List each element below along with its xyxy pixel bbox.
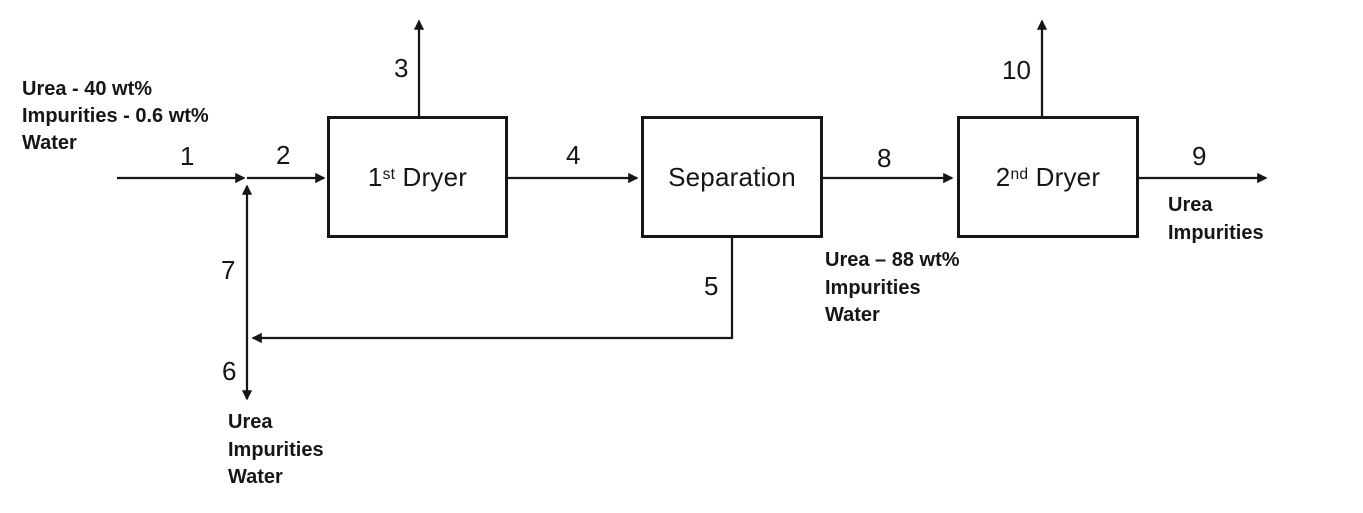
stream-label-10: 10 — [1002, 55, 1031, 85]
stream-label-9: 9 — [1192, 141, 1207, 171]
product-line2: Impurities — [1168, 222, 1264, 244]
stream-label-3: 3 — [394, 53, 409, 83]
stream-5-recycle-line — [251, 238, 734, 344]
purge-line2: Impurities — [228, 438, 324, 461]
separation-out-composition-label: Urea – 88 wt% Impurities Water — [825, 247, 960, 330]
purge-line3: Water — [228, 466, 283, 488]
stream-label-6: 6 — [222, 356, 237, 386]
stream-label-2: 2 — [276, 140, 291, 170]
unit-box-first-dryer: 1st Dryer — [327, 116, 508, 238]
separation-out-line2: Impurities — [825, 276, 921, 299]
feed-composition-line1: Urea - 40 wt% — [22, 78, 153, 100]
feed-composition-line3: Water — [22, 132, 77, 154]
separation-out-line3: Water — [825, 304, 880, 326]
separation-out-line1: Urea – 88 wt% — [825, 249, 960, 271]
unit-label-separation: Separation — [668, 161, 796, 192]
unit-label-first-dryer: 1st Dryer — [367, 161, 468, 192]
product-line1: Urea — [1168, 194, 1213, 216]
feed-composition-label: Urea - 40 wt% Impurities - 0.6 wt% Water — [22, 76, 209, 157]
product-composition-label: Urea Impurities — [1168, 191, 1264, 247]
unit-label-second-dryer: 2nd Dryer — [995, 161, 1101, 192]
feed-composition-line2: Impurities - 0.6 wt% — [22, 105, 209, 127]
stream-label-8: 8 — [877, 143, 892, 173]
stream-label-4: 4 — [566, 140, 581, 170]
purge-composition-label: Urea Impurities Water — [228, 409, 324, 492]
unit-box-second-dryer: 2nd Dryer — [957, 116, 1139, 238]
unit-box-separation: Separation — [641, 116, 823, 238]
purge-line1: Urea — [228, 411, 273, 433]
stream-label-7: 7 — [221, 255, 236, 285]
stream-label-1: 1 — [180, 141, 195, 171]
stream-label-5: 5 — [704, 271, 719, 301]
